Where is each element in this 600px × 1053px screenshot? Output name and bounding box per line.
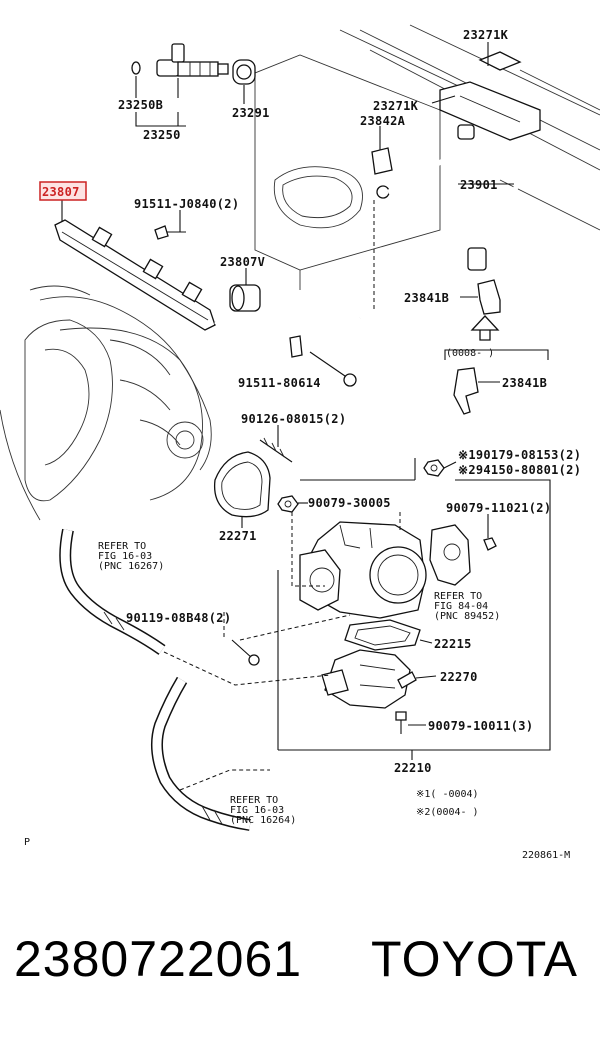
connector-23841b-top — [470, 279, 501, 341]
fuel-rail-23807 — [54, 219, 361, 358]
fuel-hose-23901 — [387, 124, 519, 271]
idle-speed-control-valve — [321, 649, 417, 709]
label-22215: 22215 — [434, 637, 472, 651]
nut-190179 — [423, 459, 445, 477]
label-23271k: 23271K — [373, 99, 419, 113]
label-90126: 90126-08015(2) — [241, 412, 346, 426]
label-23842a: 23842A — [360, 114, 406, 128]
label-23807-highlighted: 23807 — [42, 185, 80, 199]
caption-bar: 2380722061 TOYOTA — [0, 930, 600, 1010]
label-0008: (0008- ) — [446, 348, 494, 359]
note-1: ※1( -0004) — [416, 789, 479, 800]
label-90079-10011: 90079-10011(3) — [428, 719, 533, 733]
label-190179: ※190179-08153(2) — [458, 448, 581, 462]
regulator-23807v — [229, 284, 261, 312]
refer2-line3: (PNC 89452) — [434, 611, 500, 622]
label-23291: 23291 — [232, 106, 270, 120]
refer1-line1: REFER TO — [98, 541, 146, 552]
label-90119: 90119-08B48(2) — [126, 611, 231, 625]
stud-90126 — [259, 437, 293, 463]
label-23271k-top: 23271K — [463, 28, 509, 42]
highlight-box — [39, 181, 87, 201]
bolt-91511-80614 — [309, 351, 357, 387]
parts-diagram: 23271K 23250B 23250 23291 23271K 23842A … — [0, 24, 600, 861]
screw-90079-10011 — [395, 711, 407, 734]
caption-brand: TOYOTA — [371, 931, 578, 987]
refer3-line3: (PNC 16264) — [230, 815, 296, 826]
gasket-22215 — [344, 619, 421, 651]
label-294150: ※294150-80801(2) — [458, 463, 581, 477]
label-23807v: 23807V — [220, 255, 265, 269]
label-23250b: 23250B — [118, 98, 163, 112]
throttle-body-box — [277, 458, 551, 751]
marker-p: P — [24, 837, 30, 848]
bolt-90119 — [231, 639, 260, 666]
hose-upper — [59, 528, 166, 655]
refer3-line1: REFER TO — [230, 795, 278, 806]
refer3-line2: FIG 16-03 — [230, 805, 284, 816]
label-23901: 23901 — [460, 178, 498, 192]
label-22210: 22210 — [394, 761, 432, 775]
refer1-line2: FIG 16-03 — [98, 551, 152, 562]
note-2: ※2(0004- ) — [416, 807, 479, 818]
bolt-91511-j0840 — [154, 225, 186, 240]
refer1-line3: (PNC 16267) — [98, 561, 164, 572]
throttle-body — [291, 512, 427, 619]
label-91511-80614: 91511-80614 — [238, 376, 321, 390]
gasket-22271 — [213, 451, 271, 518]
throttle-position-sensor — [429, 524, 497, 586]
label-23250: 23250 — [143, 128, 181, 142]
clip-23842a — [371, 147, 393, 199]
label-90079-11021: 90079-11021(2) — [446, 501, 551, 515]
label-23841b-top: 23841B — [404, 291, 449, 305]
o-ring-part — [232, 59, 256, 85]
part-labels: 23271K 23250B 23250 23291 23271K 23842A … — [24, 28, 581, 861]
label-23841b: 23841B — [502, 376, 547, 390]
connector-23841b-bottom — [453, 367, 479, 415]
cover-23271k — [439, 51, 541, 141]
refer2-line2: FIG 84-04 — [434, 601, 488, 612]
label-22271: 22271 — [219, 529, 257, 543]
label-90079-30005: 90079-30005 — [308, 496, 391, 510]
fuel-injector — [131, 43, 229, 77]
caption-part-number: 2380722061 — [14, 931, 303, 987]
refer2-line1: REFER TO — [434, 591, 482, 602]
label-22270: 22270 — [440, 670, 478, 684]
label-91511-j0840: 91511-J0840(2) — [134, 197, 239, 211]
hose-lower — [150, 676, 251, 831]
nut-90079-30005 — [277, 495, 299, 513]
drawing-code: 220861-M — [522, 850, 570, 861]
